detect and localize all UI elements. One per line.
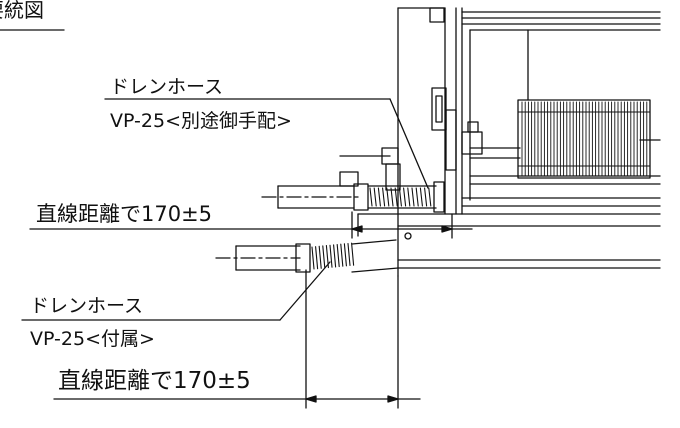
lower-drain-assembly [215,213,661,277]
lower-dimension-label: 直線距離で170±5 [58,368,251,394]
diagram-title: 要統図 [0,0,44,22]
leader-lines [21,98,429,321]
dimension-lines [0,29,473,409]
upper-hose-name: ドレンホース [110,76,224,98]
upper-drain-assembly [261,147,445,213]
upper-dimension-label: 直線距離で170±5 [36,202,213,226]
upper-hose-spec: VP-25<別途御手配> [110,110,292,132]
lower-hose-spec: VP-25<付属> [30,328,155,350]
lower-hose-name: ドレンホース [30,295,144,317]
unit-housing [397,7,661,215]
heat-exchanger [517,99,651,179]
